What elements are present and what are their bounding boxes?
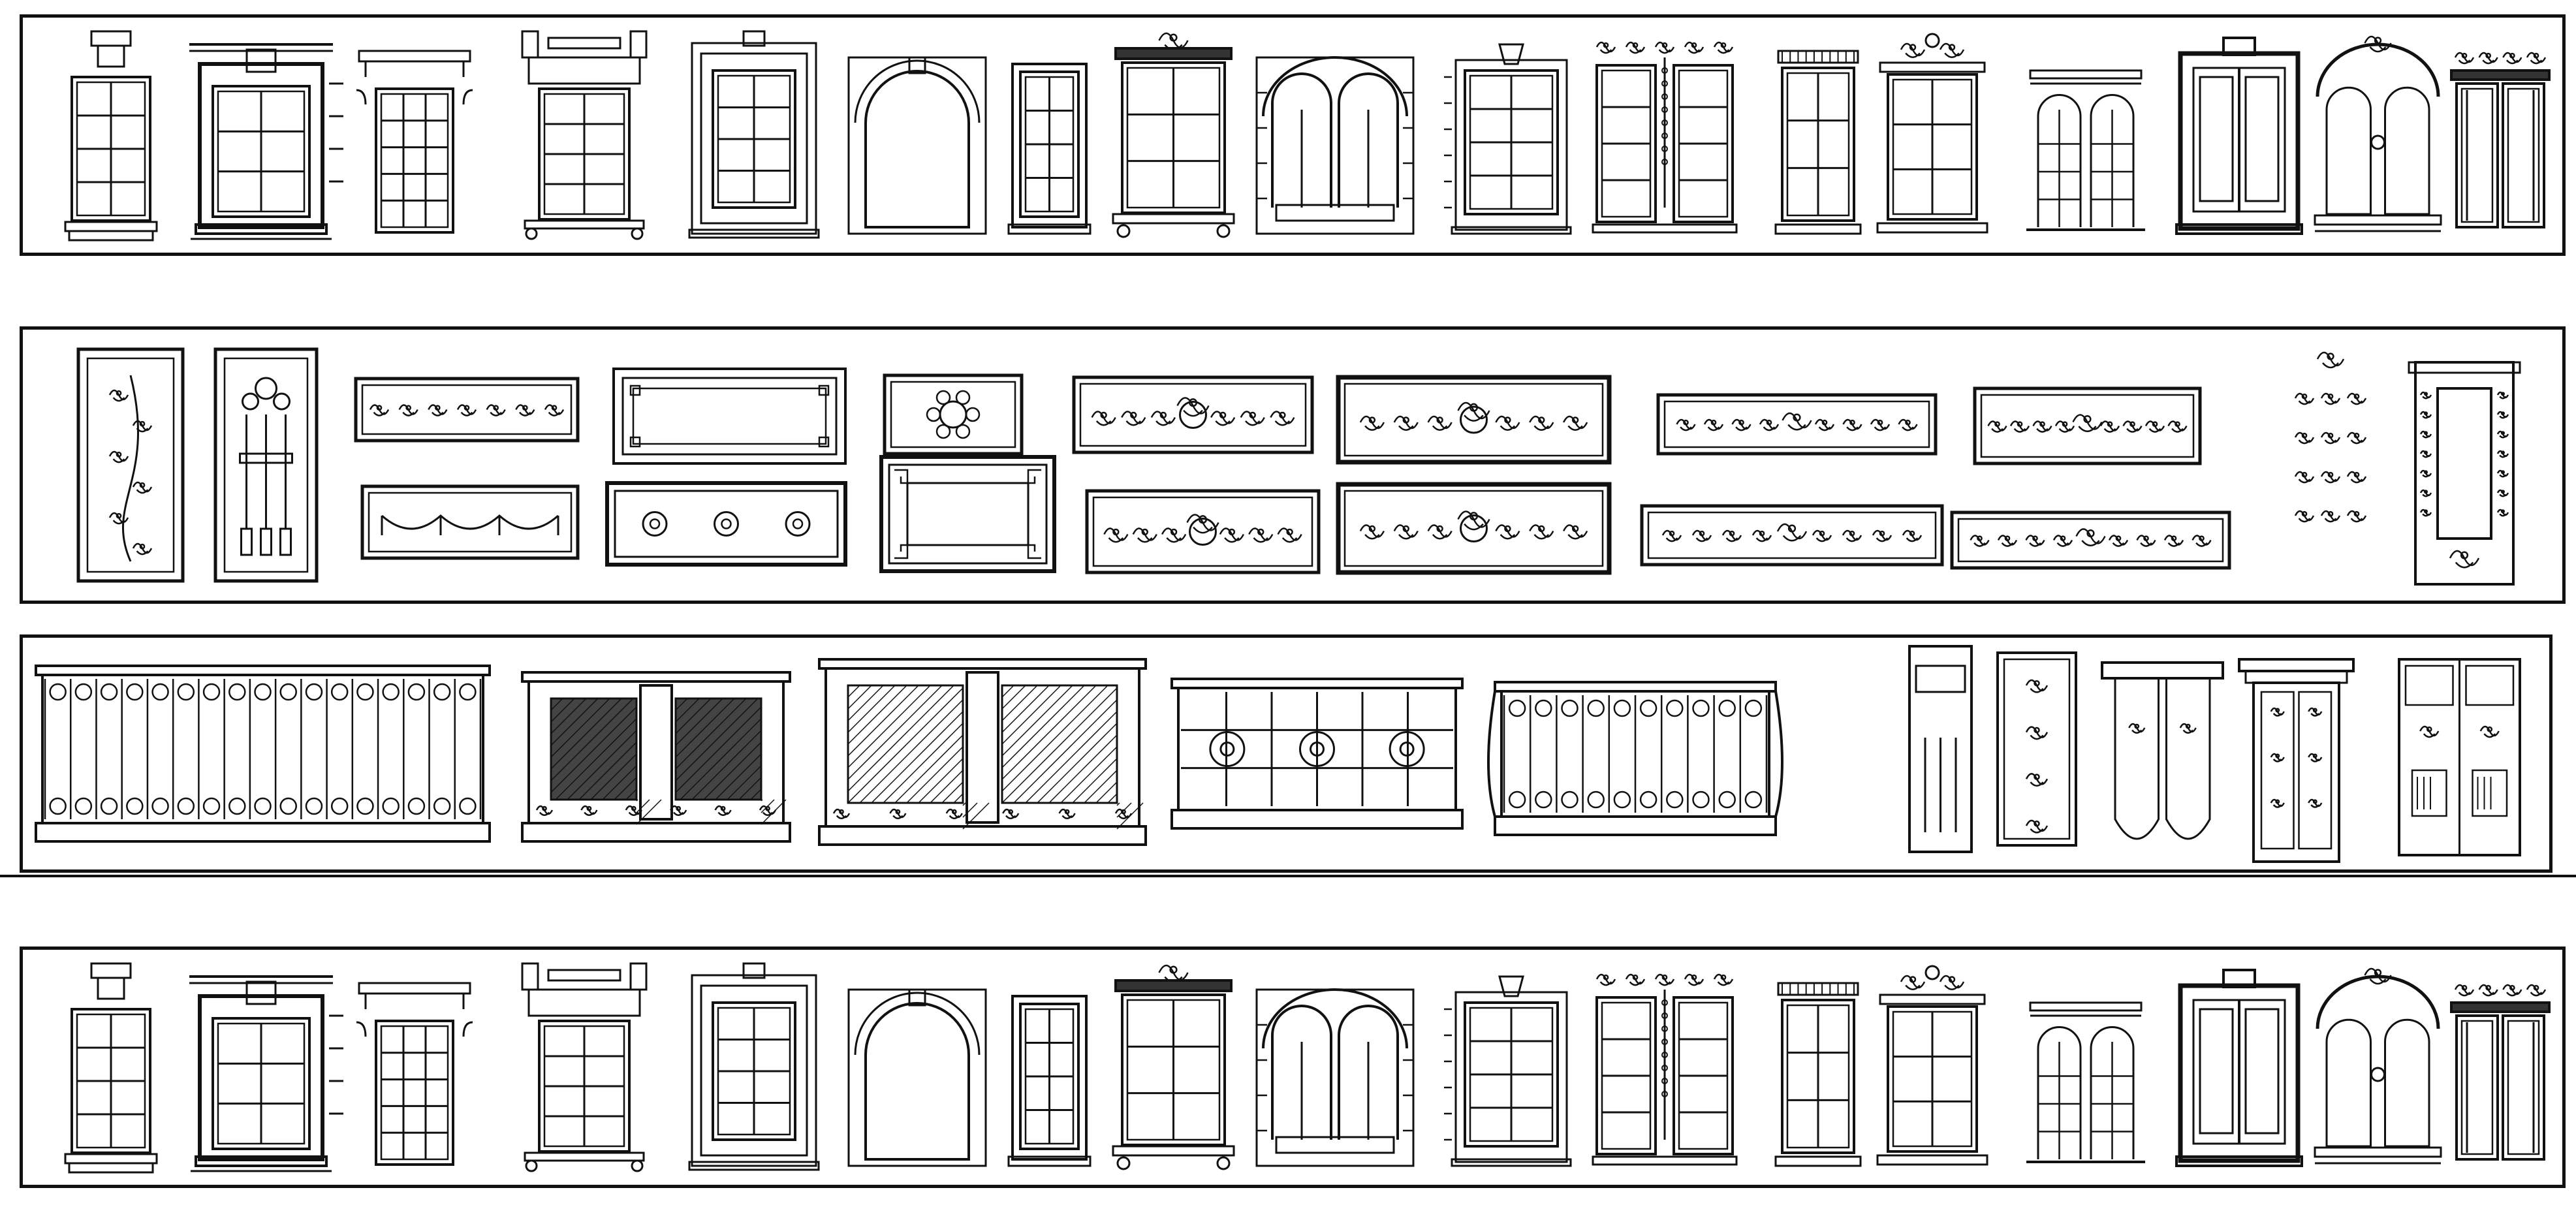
windows-row-top-simple-casement-window bbox=[1007, 63, 1092, 235]
windows-row-bottom-scroll-crown-window bbox=[1876, 965, 1988, 1166]
relief-tall-tassel-panel bbox=[213, 347, 319, 583]
windows-row-bottom-keystone-frame-window bbox=[1444, 975, 1572, 1167]
relief-triple-rosette-panel bbox=[605, 481, 847, 567]
relief-applique-set-ornament bbox=[2294, 351, 2367, 523]
balustrade-fluted-pilaster bbox=[1908, 645, 1973, 853]
windows-row-top-arched-crest-window bbox=[2314, 35, 2442, 232]
windows-row-bottom-arched-crest-window bbox=[2314, 967, 2442, 1165]
windows-row-top-twin-arch-stone-window bbox=[1255, 56, 1415, 235]
balustrade-lattice-scroll-railing bbox=[818, 658, 1147, 846]
windows-row-bottom bbox=[20, 947, 2566, 1188]
windows-row-bottom-keystone-cap-window bbox=[64, 962, 158, 1174]
windows-row-top bbox=[20, 14, 2566, 256]
relief-tulip-frieze-panel bbox=[1950, 510, 2231, 570]
windows-row-bottom-ornate-crown-window bbox=[1112, 964, 1235, 1170]
windows-row-bottom-column-top-window bbox=[521, 962, 648, 1172]
windows-row-top-keystone-frame-window bbox=[1444, 43, 1572, 235]
windows-row-top-ornate-crown-window bbox=[1112, 32, 1235, 238]
windows-row-top-pediment-grid-window bbox=[356, 50, 473, 234]
relief-heart-acanthus-panel bbox=[1085, 489, 1321, 574]
windows-row-top-keystone-cap-window bbox=[64, 30, 158, 242]
relief-pilaster-frame-panel bbox=[2408, 361, 2521, 586]
windows-row-bottom-moorish-arch-window bbox=[847, 988, 987, 1167]
windows-row-bottom-deep-frame-window bbox=[189, 975, 343, 1172]
windows-row-top-moorish-arch-window bbox=[847, 56, 987, 235]
windows-row-bottom-bold-frame-window bbox=[2175, 969, 2303, 1167]
windows-row-bottom-stepped-surround-window bbox=[688, 962, 820, 1171]
relief-frieze-floral-panel bbox=[354, 377, 580, 443]
windows-row-bottom-carved-crest-window bbox=[2450, 984, 2551, 1161]
balustrade-panel-pair-pilaster bbox=[2398, 658, 2521, 856]
windows-row-top-carved-crest-window bbox=[2450, 52, 2551, 228]
relief-frame-plain-panel bbox=[612, 368, 847, 465]
relief-swag-panel bbox=[360, 484, 580, 560]
balustrade-circle-grid-railing bbox=[1170, 678, 1464, 830]
windows-row-bottom-twin-arch-small-window bbox=[2026, 1001, 2145, 1163]
windows-row-bottom-twin-leaf-garland-window bbox=[1592, 973, 1738, 1166]
windows-row-bottom-twin-arch-stone-window bbox=[1255, 988, 1415, 1167]
balustrade-bombe-scroll-railing bbox=[1487, 681, 1783, 836]
windows-row-top-bold-frame-window bbox=[2175, 37, 2303, 235]
relief-scroll-frieze-panel bbox=[1656, 393, 1938, 456]
relief-flower-frieze-panel bbox=[1973, 386, 2202, 465]
windows-row-top-deep-frame-window bbox=[189, 43, 343, 240]
windows-row-top-stepped-surround-window bbox=[688, 30, 820, 239]
balustrade-scroll-long-railing bbox=[35, 665, 491, 843]
windows-row-top-column-top-window bbox=[521, 30, 648, 240]
windows-row-top-cornice-simple-window bbox=[1774, 50, 1862, 235]
windows-row-bottom-simple-casement-window bbox=[1007, 995, 1092, 1167]
windows-row-top-scroll-crown-window bbox=[1876, 33, 1988, 234]
balustrade-capital-pair-pilaster bbox=[2238, 658, 2355, 863]
sheet-divider bbox=[0, 875, 2576, 877]
relief-fret-square-panel bbox=[879, 455, 1056, 573]
windows-row-top-twin-leaf-garland-window bbox=[1592, 41, 1738, 234]
relief-acanthus-center-panel bbox=[1072, 375, 1314, 454]
relief-acanthus-wide-panel bbox=[1336, 375, 1612, 465]
balustrade-carved-leaf-pilaster bbox=[1996, 651, 2077, 847]
relief-tall-vine-panel bbox=[76, 347, 185, 583]
windows-row-bottom-pediment-grid-window bbox=[356, 982, 473, 1166]
relief-rosette-square-panel bbox=[883, 373, 1024, 456]
relief-vine-frieze-panel bbox=[1640, 504, 1944, 567]
balustrade-lattice-dark-railing bbox=[521, 671, 791, 843]
balustrade-twin-console-bracket bbox=[2101, 661, 2224, 840]
relief-lotus-wide-panel bbox=[1336, 482, 1612, 575]
windows-row-bottom-cornice-simple-window bbox=[1774, 982, 1862, 1167]
windows-row-top-twin-arch-small-window bbox=[2026, 69, 2145, 231]
